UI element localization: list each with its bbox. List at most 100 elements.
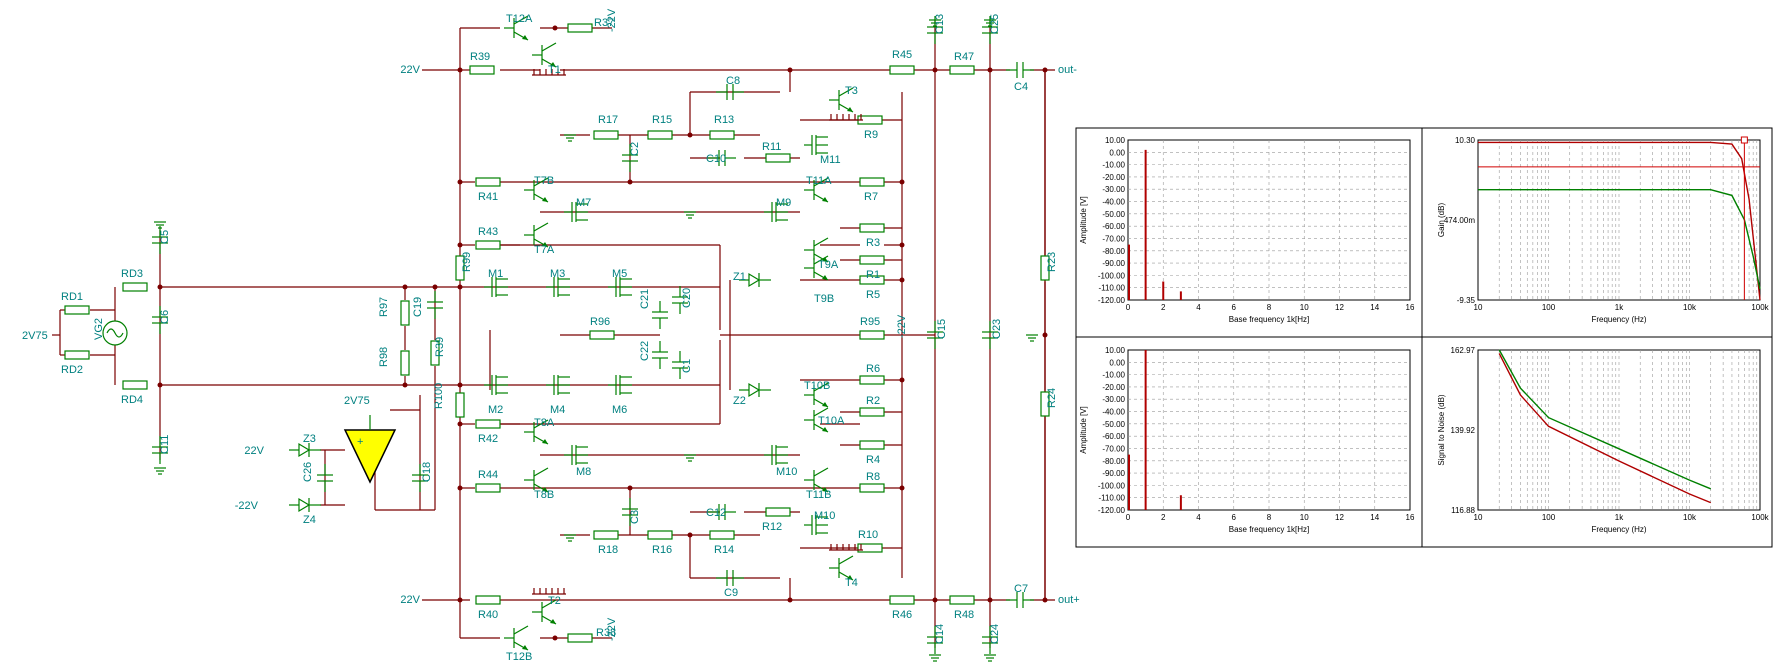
resistor-r48	[949, 595, 975, 605]
capacitor-label: C7	[1014, 583, 1028, 595]
capacitor-label: C11	[159, 435, 171, 454]
capacitor-c13	[927, 16, 943, 44]
resistor-r16	[647, 530, 673, 540]
ground-symbol	[929, 654, 941, 662]
y-tick-label: 10.00	[1105, 346, 1126, 355]
resistor-r45	[889, 65, 915, 75]
resistor-r3	[859, 223, 885, 233]
capacitor-label: C22	[639, 341, 651, 361]
resistor-label: RD2	[61, 364, 83, 376]
resistor-label: R1	[866, 269, 880, 281]
resistor-label: R15	[652, 114, 672, 126]
y-axis-label: Signal to Noise (dB)	[1437, 394, 1446, 465]
resistor-label: R42	[478, 433, 498, 445]
transistor-label: T4	[845, 577, 858, 589]
y-tick-label: -30.00	[1102, 185, 1125, 194]
capacitor-c20	[672, 286, 688, 314]
resistor-label: R11	[762, 141, 781, 153]
cursor-marker[interactable]	[1740, 136, 1748, 144]
resistor-r46	[889, 595, 915, 605]
rail-label: 22V	[244, 445, 264, 457]
output-minus-label: out-	[1058, 64, 1077, 76]
capacitor-c1	[672, 351, 688, 379]
y-tick-label: -90.00	[1102, 469, 1125, 478]
resistor-rd1	[64, 305, 90, 315]
zener-diode-z3	[289, 442, 321, 458]
transistor-label: M2	[488, 404, 503, 416]
series-line	[1498, 353, 1711, 504]
y-tick-label: 162.97	[1451, 346, 1476, 355]
transistor-label: M6	[612, 404, 627, 416]
op-amp-buffer	[343, 415, 397, 484]
x-tick-label: 0	[1126, 513, 1131, 522]
x-tick-label: 0	[1126, 303, 1131, 312]
schematic-components	[64, 15, 1050, 662]
x-tick-label: 10k	[1683, 303, 1697, 312]
capacitor-label: C10	[706, 153, 726, 165]
transistor-t8a	[524, 419, 549, 445]
resistor-r99	[455, 255, 465, 281]
resistor-r100	[455, 392, 465, 418]
y-tick-label: -90.00	[1102, 259, 1125, 268]
resistor-label: R2	[866, 395, 880, 407]
x-axis-label: Base frequency 1k[Hz]	[1229, 315, 1309, 324]
resistor-label: R97	[378, 297, 390, 317]
x-tick-label: 2	[1161, 303, 1166, 312]
rail-label: -22V	[606, 617, 618, 641]
resistor-label: R4	[866, 454, 880, 466]
rail-label: 22V	[400, 594, 420, 606]
transistor-t3	[829, 87, 863, 121]
resistor-r11	[765, 153, 791, 163]
signal-source-vg2	[102, 320, 128, 346]
resistor-label: R99	[461, 252, 473, 272]
resistor-r5	[859, 275, 885, 285]
capacitor-c2	[622, 144, 638, 172]
y-tick-label: 0.00	[1109, 148, 1125, 157]
capacitor-c10	[708, 150, 736, 166]
capacitor-c12	[708, 504, 736, 520]
capacitor-c3	[622, 498, 638, 526]
resistor-label: RD1	[61, 291, 83, 303]
capacitor-label: C23	[991, 319, 1003, 339]
diode-label: Z4	[303, 514, 316, 526]
ground-symbol	[154, 221, 166, 229]
transistor-m4	[546, 375, 570, 395]
capacitor-c22	[652, 341, 668, 369]
resistor-label: R24	[1046, 388, 1058, 408]
resistor-r17	[593, 130, 619, 140]
resistor-r39b	[430, 340, 440, 366]
resistor-label: R18	[598, 544, 618, 556]
transistor-label: T10A	[818, 415, 845, 427]
ground-symbol	[684, 454, 696, 462]
resistor-r44	[475, 483, 501, 493]
transistor-label: T7B	[534, 175, 554, 187]
ground-symbol	[1026, 334, 1038, 342]
diode-label: Z2	[733, 395, 746, 407]
x-tick-label: 10	[1300, 513, 1309, 522]
resistor-label: R17	[598, 114, 618, 126]
x-axis-label: Frequency (Hz)	[1591, 315, 1646, 324]
transistor-t7b	[524, 177, 549, 203]
transistor-label: M10	[776, 466, 797, 478]
y-tick-label: -120.00	[1098, 296, 1126, 305]
transistor-m10b	[804, 515, 828, 535]
y-tick-label: -30.00	[1102, 395, 1125, 404]
resistor-label: R37	[594, 17, 614, 29]
resistor-r10	[857, 543, 883, 553]
resistor-label: R100	[433, 383, 445, 409]
transistor-t12a	[504, 15, 529, 41]
transistor-m10	[764, 445, 788, 465]
resistor-label: R23	[1046, 252, 1058, 272]
resistor-label: R3	[866, 237, 880, 249]
resistor-label: R96	[590, 316, 610, 328]
transistor-t10a	[804, 407, 829, 433]
x-tick-label: 16	[1406, 303, 1415, 312]
capacitor-label: C24	[989, 624, 1001, 644]
x-tick-label: 14	[1370, 513, 1379, 522]
transistor-t12b	[504, 625, 529, 651]
resistor-r7	[859, 177, 885, 187]
diode-label: Z1	[733, 271, 746, 283]
rail-label: -22V	[896, 314, 908, 338]
